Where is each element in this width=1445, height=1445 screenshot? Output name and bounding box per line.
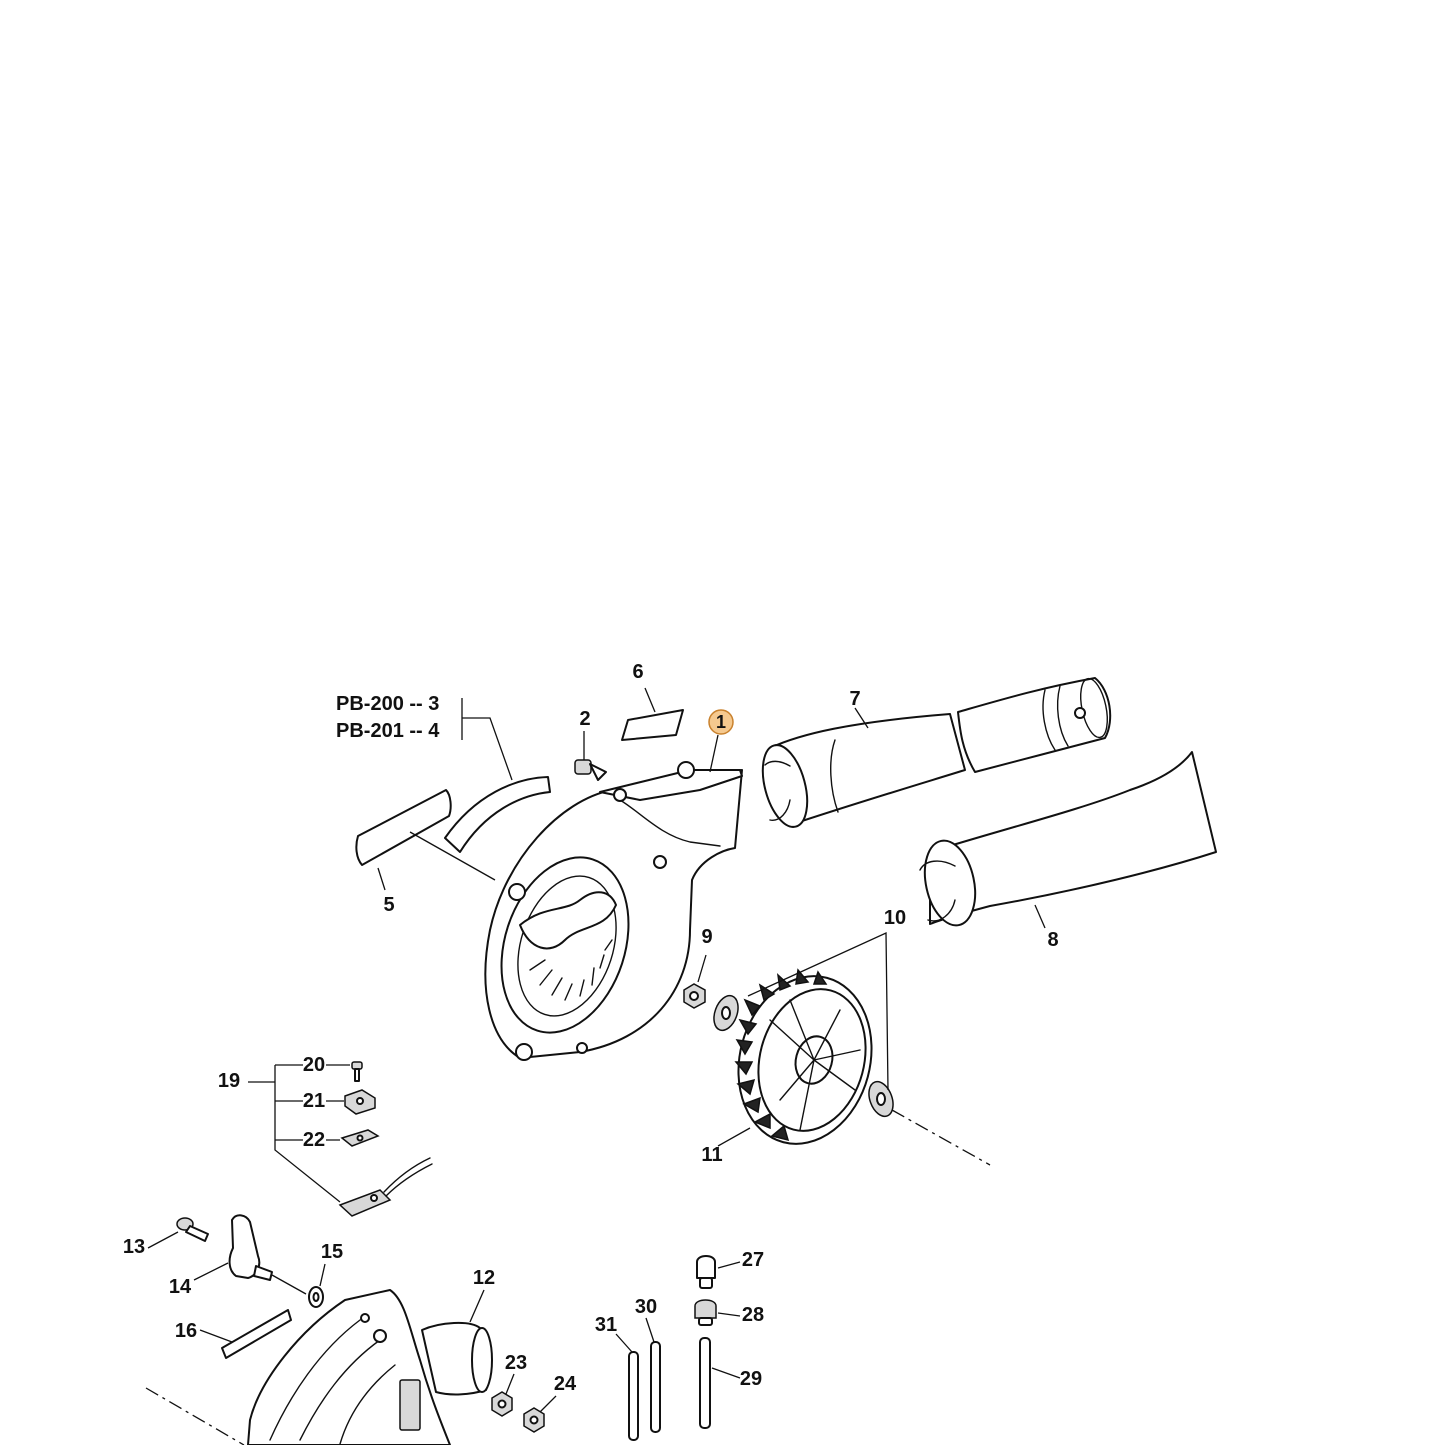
callout-12: 12 (473, 1267, 495, 1289)
callout-16: 16 (175, 1320, 197, 1342)
callout-19: 19 (218, 1070, 240, 1092)
callout-21: 21 (303, 1090, 325, 1112)
part-27-cap[interactable] (696, 1255, 716, 1289)
part-7-pipe[interactable] (755, 676, 1112, 832)
part-11-impeller[interactable] (720, 961, 890, 1159)
part-14-lever[interactable] (228, 1214, 273, 1281)
part-31-rod[interactable] (628, 1351, 639, 1441)
model-label-pb200: PB-200 -- 3 (336, 693, 439, 715)
callout-20: 20 (303, 1054, 325, 1076)
callout-1-highlight[interactable]: 1 (708, 709, 734, 735)
part-3-4-seal-strip[interactable] (444, 776, 551, 853)
callout-29: 29 (740, 1368, 762, 1390)
callout-7: 7 (849, 688, 860, 710)
callout-5: 5 (383, 894, 394, 916)
callout-22: 22 (303, 1129, 325, 1151)
part-2-screw[interactable] (574, 759, 607, 781)
part-10-washer-front[interactable] (710, 992, 743, 1033)
callout-30: 30 (635, 1296, 657, 1318)
callout-11: 11 (701, 1144, 722, 1166)
callout-31: 31 (595, 1314, 617, 1336)
part-19-switch-terminal[interactable] (338, 1157, 433, 1217)
callout-labels: 2 5 6 7 8 9 10 11 12 13 14 15 16 19 20 2… (123, 661, 1059, 1395)
part-20-screw[interactable] (351, 1061, 363, 1082)
part-23-nut[interactable] (491, 1391, 513, 1417)
part-24-nut[interactable] (523, 1407, 545, 1433)
leader-lines (145, 687, 1046, 1445)
part-5-label[interactable] (355, 789, 452, 866)
part-30-rod[interactable] (650, 1341, 661, 1433)
part-13-bolt[interactable] (176, 1217, 209, 1242)
callout-13: 13 (123, 1236, 145, 1258)
part-22-plate[interactable] (340, 1129, 380, 1147)
part-10-washer-back[interactable] (865, 1078, 898, 1119)
callout-23: 23 (505, 1352, 527, 1374)
part-12-engine-cover[interactable] (247, 1289, 493, 1445)
part-28-cap[interactable] (694, 1299, 717, 1326)
fan-case[interactable] (480, 761, 743, 1061)
callout-15: 15 (321, 1241, 343, 1263)
part-8-nozzle[interactable] (918, 751, 1217, 930)
callout-24: 24 (554, 1373, 577, 1395)
part-29-rod[interactable] (699, 1337, 711, 1429)
callout-2: 2 (579, 708, 590, 730)
part-9-nut[interactable] (683, 983, 706, 1009)
callout-9: 9 (701, 926, 712, 948)
callout-27: 27 (742, 1249, 764, 1271)
part-21-square-nut[interactable] (344, 1089, 376, 1115)
callout-10: 10 (884, 907, 906, 929)
part-15-washer[interactable] (308, 1286, 324, 1308)
callout-6: 6 (632, 661, 643, 683)
callout-1: 1 (716, 712, 726, 732)
callout-28: 28 (742, 1304, 764, 1326)
callout-8: 8 (1047, 929, 1058, 951)
callout-14: 14 (169, 1276, 192, 1298)
model-label-pb201: PB-201 -- 4 (336, 720, 440, 742)
part-16-strip[interactable] (221, 1309, 292, 1359)
model-labels: PB-200 -- 3 PB-201 -- 4 (336, 693, 440, 742)
part-6-label[interactable] (621, 709, 684, 741)
